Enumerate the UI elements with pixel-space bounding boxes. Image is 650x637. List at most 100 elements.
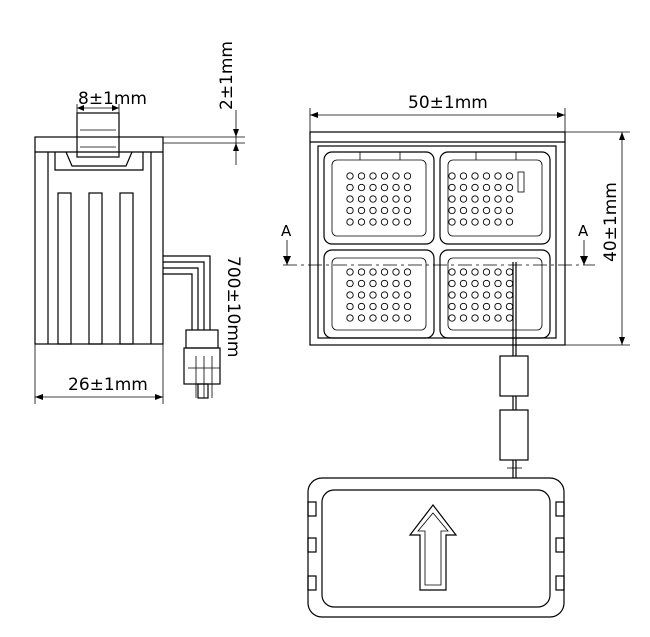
pin-hole	[369, 195, 377, 203]
pin-hole	[494, 268, 502, 276]
pin-hole	[403, 291, 412, 299]
pin-hole	[392, 183, 400, 192]
cover-outline	[307, 477, 565, 618]
pin-hole	[380, 218, 389, 226]
pin-hole	[392, 302, 400, 311]
side-view-body	[34, 136, 164, 345]
pin-hole	[505, 302, 514, 311]
pin-hole	[494, 206, 502, 215]
pin-hole	[459, 195, 468, 203]
up-arrow-outline-icon	[408, 504, 458, 591]
pin-hole	[471, 183, 479, 192]
pin-hole	[357, 206, 366, 215]
pin-hole	[459, 279, 468, 288]
pin-hole	[505, 206, 514, 215]
pin-hole	[448, 206, 456, 215]
pin-hole	[346, 291, 354, 299]
pin-hole	[459, 183, 468, 192]
pin-hole	[482, 268, 491, 276]
pin-hole	[357, 183, 366, 192]
pin-hole	[448, 279, 456, 288]
pin-hole	[459, 291, 468, 299]
module-top-left	[323, 151, 435, 245]
pin-hole	[346, 195, 354, 203]
pin-hole	[494, 183, 502, 192]
pin-hole	[403, 206, 412, 215]
pin-hole	[459, 314, 468, 322]
pin-hole	[369, 206, 377, 215]
pin-hole	[403, 172, 412, 180]
pin-hole	[369, 314, 377, 322]
pin-hole	[369, 183, 377, 192]
pin-hole	[482, 195, 491, 203]
pin-hole	[392, 279, 400, 288]
pin-hole	[357, 291, 366, 299]
side-cable	[163, 255, 211, 330]
pin-hole	[380, 172, 389, 180]
pin-hole	[505, 268, 514, 276]
pin-hole	[357, 279, 366, 288]
pin-hole	[403, 268, 412, 276]
dim-cable-length: 700±10mm	[223, 256, 243, 357]
pin-hole	[346, 172, 354, 180]
pin-hole	[459, 206, 468, 215]
pin-hole	[403, 195, 412, 203]
pin-hole	[392, 218, 400, 226]
pin-hole	[459, 268, 468, 276]
pin-hole	[369, 268, 377, 276]
pin-hole	[505, 279, 514, 288]
pin-hole	[357, 302, 366, 311]
module-top-right	[439, 151, 551, 245]
pin-hole	[448, 268, 456, 276]
pin-hole	[392, 268, 400, 276]
pin-hole	[392, 291, 400, 299]
pin-hole	[346, 279, 354, 288]
section-mark-left: A	[281, 222, 292, 240]
cover-view	[307, 477, 565, 618]
pin-hole	[346, 183, 354, 192]
pin-hole	[471, 195, 479, 203]
pin-hole	[471, 206, 479, 215]
pin-hole	[392, 172, 400, 180]
top-view-outline	[309, 131, 566, 346]
pin-hole	[357, 268, 366, 276]
cable-ferrite-lower	[499, 409, 529, 461]
pin-hole	[494, 302, 502, 311]
pin-hole	[380, 302, 389, 311]
pin-hole	[357, 195, 366, 203]
pin-hole	[369, 218, 377, 226]
dim-side-depth: 26±1mm	[68, 375, 148, 395]
pin-hole	[369, 279, 377, 288]
dim-tab-width: 8±1mm	[78, 89, 147, 109]
section-mark-right: A	[578, 222, 589, 240]
pin-hole	[459, 218, 468, 226]
pin-hole	[380, 291, 389, 299]
pin-hole	[346, 314, 354, 322]
pin-hole	[357, 172, 366, 180]
pin-hole	[505, 183, 514, 192]
pin-hole	[403, 302, 412, 311]
pin-hole	[459, 172, 468, 180]
dim-tab-height: 2±1mm	[217, 41, 237, 110]
pin-hole	[380, 314, 389, 322]
pin-hole	[392, 195, 400, 203]
pin-hole	[392, 314, 400, 322]
pin-hole	[471, 302, 479, 311]
pin-hole	[403, 218, 412, 226]
pin-hole	[494, 279, 502, 288]
pin-hole	[369, 172, 377, 180]
pin-hole	[505, 172, 514, 180]
module-bottom-right	[439, 249, 551, 339]
pin-hole	[448, 314, 456, 322]
pin-hole	[494, 291, 502, 299]
pin-hole	[482, 291, 491, 299]
pin-hole	[448, 218, 456, 226]
pin-hole	[494, 195, 502, 203]
pin-hole	[380, 206, 389, 215]
pin-hole	[403, 183, 412, 192]
pin-hole	[380, 183, 389, 192]
pin-holes	[346, 172, 514, 322]
pin-hole	[482, 279, 491, 288]
pin-hole	[482, 218, 491, 226]
